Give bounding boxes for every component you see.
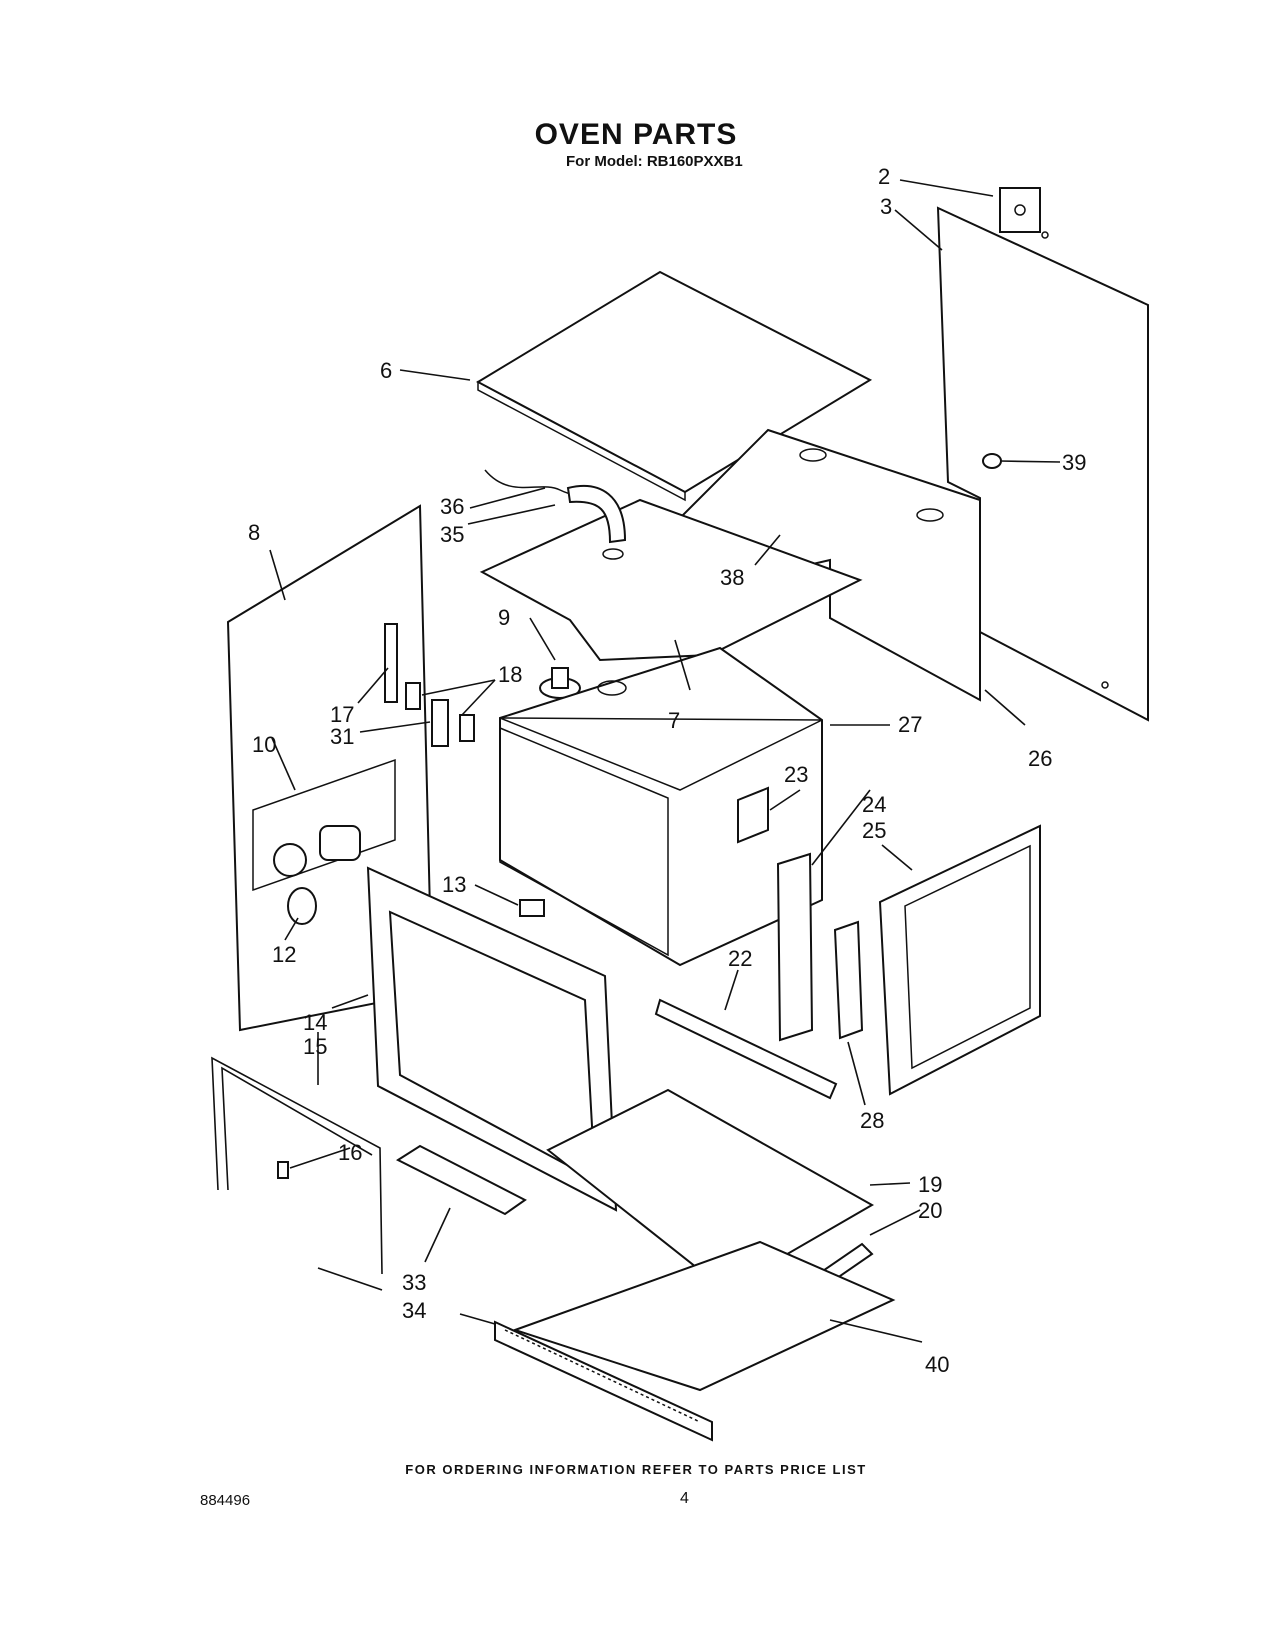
- callout-9: 9: [498, 605, 510, 630]
- callout-7: 7: [668, 708, 680, 733]
- callout-8: 8: [248, 520, 260, 545]
- callout-12: 12: [272, 942, 296, 967]
- part-28-hinge: [833, 920, 864, 1040]
- callout-35: 35: [440, 522, 464, 547]
- callout-13: 13: [442, 872, 466, 897]
- callout-20: 20: [918, 1198, 942, 1223]
- callout-19: 19: [918, 1172, 942, 1197]
- callout-23: 23: [784, 762, 808, 787]
- part-35-36-wiring-tube: [484, 469, 627, 560]
- callout-25: 25: [862, 818, 886, 843]
- callout-22: 22: [728, 946, 752, 971]
- part-19-bottom-panel: [546, 1088, 875, 1292]
- part-12-bulb: [287, 887, 317, 925]
- callout-27: 27: [898, 712, 922, 737]
- callout-26: 26: [1028, 746, 1052, 771]
- part-18-clip-upper: [405, 682, 421, 710]
- part-2-bracket: [999, 187, 1041, 233]
- part-34-vent-grille: [494, 1320, 713, 1442]
- part-25-side-panel: [878, 824, 1041, 1096]
- part-23-plate: [737, 786, 769, 844]
- callout-31: 31: [330, 724, 354, 749]
- part-18-clip-lower: [459, 714, 475, 742]
- callout-24: 24: [862, 792, 886, 817]
- callout-3: 3: [880, 194, 892, 219]
- callout-10: 10: [252, 732, 276, 757]
- callout-34: 34: [402, 1298, 426, 1323]
- part-40-bottom-pan: [511, 1240, 896, 1392]
- callout-39: 39: [1062, 450, 1086, 475]
- callout-14: 14: [303, 1010, 327, 1035]
- callout-28: 28: [860, 1108, 884, 1133]
- part-31-switch: [431, 699, 449, 747]
- part-15-gasket: [211, 1056, 383, 1291]
- page-title: OVEN PARTS: [534, 118, 738, 151]
- part-27-oven-cavity: [499, 646, 823, 967]
- callout-18: 18: [498, 662, 522, 687]
- callout-6: 6: [380, 358, 392, 383]
- callout-2: 2: [878, 164, 890, 189]
- callout-40: 40: [925, 1352, 949, 1377]
- part-14-front-frame: [366, 866, 618, 1212]
- part-16-clip: [277, 1161, 289, 1179]
- callout-33: 33: [402, 1270, 426, 1295]
- model-subtitle: For Model: RB160PXXB1: [566, 153, 743, 170]
- callout-16: 16: [338, 1140, 362, 1165]
- part-33-channel: [395, 1144, 527, 1216]
- callout-38: 38: [720, 565, 744, 590]
- part-9-sensor: [539, 667, 581, 699]
- part-39-fastener: [982, 453, 1002, 469]
- part-10-light-assembly: [252, 758, 396, 892]
- part-13-latch: [519, 899, 545, 917]
- part-22-rail: [654, 998, 838, 1100]
- callout-36: 36: [440, 494, 464, 519]
- part-17-bracket: [384, 623, 398, 703]
- document-number: 884496: [200, 1492, 251, 1509]
- callout-15: 15: [303, 1034, 327, 1059]
- part-24-bracket: [776, 852, 814, 1042]
- ordering-note: FOR ORDERING INFORMATION REFER TO PARTS …: [405, 1462, 867, 1477]
- page-number: 4: [680, 1490, 689, 1507]
- leader-lines: [269, 179, 1061, 1343]
- callout-17: 17: [330, 702, 354, 727]
